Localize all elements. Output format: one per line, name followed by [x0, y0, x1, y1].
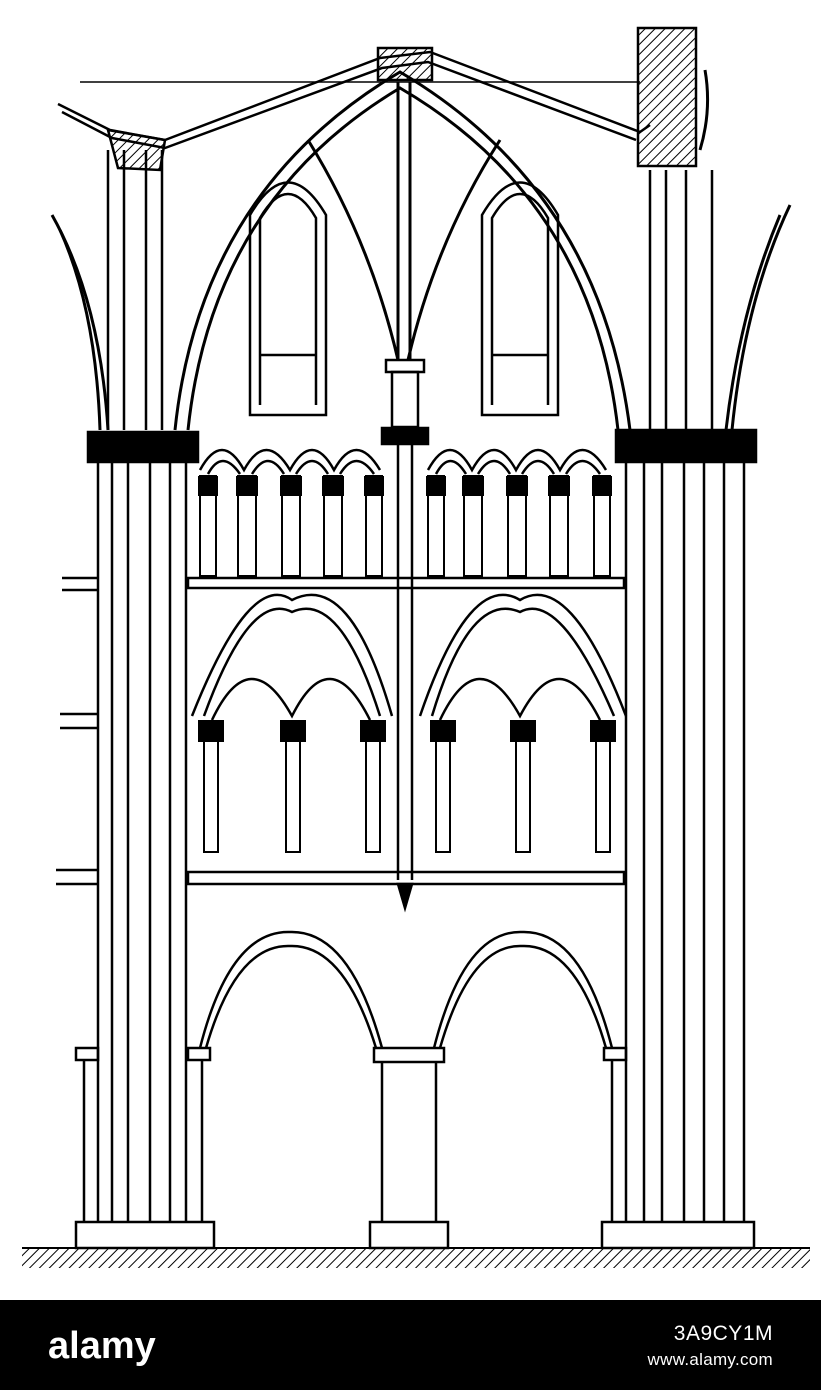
image-id: 3A9CY1M — [673, 1322, 773, 1345]
site-url: www.alamy.com — [647, 1350, 773, 1369]
outer-arcs — [50, 69, 792, 431]
vault-roof — [57, 26, 698, 172]
left-compound-pier — [56, 150, 216, 1250]
right-compound-pier — [600, 170, 758, 1250]
triforium-arcade — [186, 448, 626, 590]
alamy-logo: alamy — [48, 1325, 156, 1367]
clerestory-windows — [248, 181, 560, 417]
nave-arcade — [198, 930, 614, 1250]
logo-text: alamy — [48, 1325, 156, 1367]
clerestory-vault-arch — [173, 70, 632, 431]
central-shaft — [380, 358, 430, 880]
gothic-nave-elevation-illustration — [22, 26, 810, 1268]
gallery-arcade — [186, 593, 628, 913]
ground-section — [22, 1247, 810, 1268]
watermark-bar: alamy 3A9CY1M www.alamy.com — [0, 1300, 821, 1390]
